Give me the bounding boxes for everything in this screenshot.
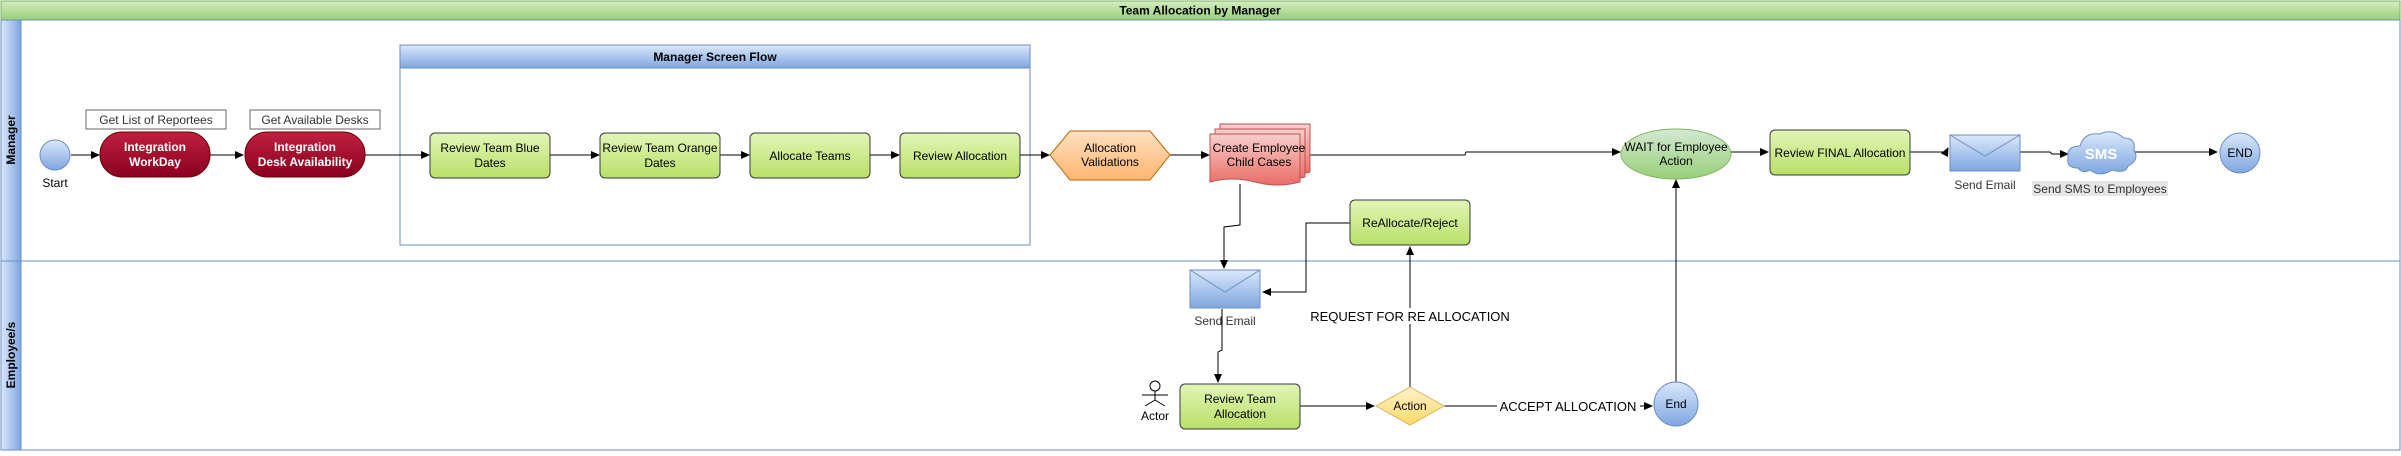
start-label: Start [42, 176, 68, 190]
review-final-label: Review FINAL Allocation [1775, 146, 1906, 160]
request-reallocation-text: REQUEST FOR RE ALLOCATION [1310, 309, 1510, 324]
allocation-validations-shape[interactable]: Allocation Validations [1049, 130, 1171, 181]
lane-label-manager: Manager [4, 115, 18, 165]
child-cases-line1: Create Employee [1213, 141, 1306, 155]
integration-workday-line1: Integration [124, 140, 186, 154]
review-team-allocation-task[interactable]: Review Team Allocation [1179, 383, 1301, 430]
start-event: Start [39, 139, 71, 190]
integration-desk-task[interactable]: Integration Desk Availability [244, 131, 366, 178]
review-orange-line1: Review Team Orange [602, 141, 717, 155]
accept-allocation-text: ACCEPT ALLOCATION [1500, 399, 1637, 414]
send-email-manager[interactable]: Send Email [1949, 134, 2021, 192]
lane-label-employee: Employee/s [4, 321, 18, 388]
review-allocation-label: Review Allocation [913, 149, 1007, 163]
send-email-employee[interactable]: Send Email [1189, 269, 1261, 328]
edge-reallocate-email [1262, 222, 1350, 296]
pool-header: Team Allocation by Manager [0, 0, 2401, 21]
end-employee-label: End [1665, 397, 1686, 411]
actor-label: Actor [1141, 409, 1169, 423]
review-allocation-task[interactable]: Review Allocation [899, 132, 1021, 179]
child-cases-line2: Child Cases [1227, 155, 1292, 169]
integration-workday-line2: WorkDay [129, 155, 181, 169]
wait-employee-action-shape[interactable]: WAIT for Employee Action [1620, 128, 1732, 180]
action-label: Action [1393, 399, 1426, 413]
reallocate-label: ReAllocate/Reject [1362, 216, 1458, 230]
subprocess-title: Manager Screen Flow [653, 50, 777, 64]
review-orange-task[interactable]: Review Team Orange Dates [599, 132, 721, 179]
send-sms-label-box: Send SMS to Employees [2032, 181, 2168, 196]
allocate-teams-task[interactable]: Allocate Teams [749, 132, 871, 179]
reallocate-reject-task[interactable]: ReAllocate/Reject [1349, 199, 1471, 246]
action-gateway[interactable]: Action [1374, 386, 1446, 426]
end-event-employee: End [1653, 381, 1699, 427]
label-request-reallocation: REQUEST FOR RE ALLOCATION [1310, 308, 1510, 324]
send-email-employee-label: Send Email [1194, 314, 1255, 328]
edge-child-wait [1303, 148, 1621, 156]
review-final-allocation-task[interactable]: Review FINAL Allocation [1769, 129, 1911, 176]
sms-icon-text: SMS [2085, 146, 2118, 163]
pool-title: Team Allocation by Manager [1119, 4, 1281, 18]
annotation-desks-text: Get Available Desks [261, 113, 368, 127]
edge-final-email [1910, 147, 1949, 157]
allocate-teams-label: Allocate Teams [769, 149, 850, 163]
validations-line2: Validations [1081, 155, 1139, 169]
send-email-manager-label: Send Email [1954, 178, 2015, 192]
annotation-desks: Get Available Desks [249, 109, 381, 130]
label-accept-allocation: ACCEPT ALLOCATION [1497, 398, 1640, 414]
edge-email-review [1214, 309, 1223, 383]
integration-desk-line2: Desk Availability [258, 155, 353, 169]
actor-figure: Actor [1141, 380, 1169, 423]
edge-child-employee-email [1220, 184, 1241, 269]
end-manager-label: END [2227, 146, 2253, 160]
send-sms-label: Send SMS to Employees [2033, 182, 2166, 196]
end-event-manager: END [2219, 132, 2261, 174]
review-blue-task[interactable]: Review Team Blue Dates [429, 132, 551, 179]
create-child-cases-shape[interactable]: Create Employee Child Cases [1209, 123, 1311, 186]
integration-workday-task[interactable]: Integration WorkDay [99, 131, 211, 178]
validations-line1: Allocation [1084, 141, 1136, 155]
manager-connectors [71, 147, 2218, 296]
review-team-allocation-line2: Allocation [1214, 407, 1266, 421]
edge-email-sms [2020, 150, 2069, 158]
sms-cloud-icon[interactable]: SMS [2067, 131, 2137, 175]
review-orange-line2: Dates [644, 156, 675, 170]
wait-line2: Action [1659, 154, 1692, 168]
review-blue-line1: Review Team Blue [440, 141, 539, 155]
integration-desk-line1: Integration [274, 140, 336, 154]
review-team-allocation-line1: Review Team [1204, 392, 1276, 406]
lane-employee: Employee/s [0, 260, 2401, 451]
annotation-reportees-text: Get List of Reportees [99, 113, 212, 127]
review-blue-line2: Dates [474, 156, 505, 170]
wait-line1: WAIT for Employee [1624, 140, 1728, 154]
annotation-reportees: Get List of Reportees [85, 109, 227, 130]
